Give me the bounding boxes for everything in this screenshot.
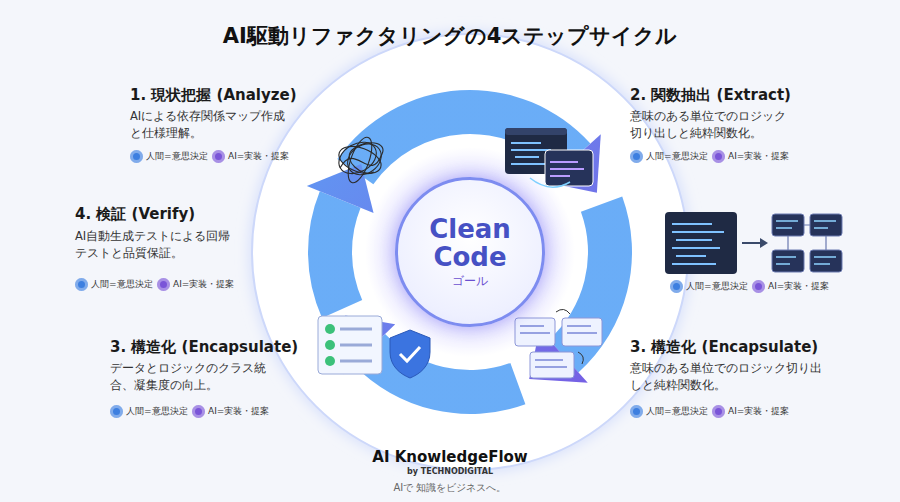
cycle-arrows bbox=[307, 90, 632, 414]
step-description: データとロジックのクラス統合、凝集度の向上。 bbox=[110, 360, 285, 394]
human-role-badge: 人間=意思決定 bbox=[75, 278, 153, 291]
brand-name: AI KnowledgeFlow bbox=[300, 448, 600, 466]
human-role-badge: 人間=意思決定 bbox=[670, 280, 748, 293]
extract-illustration bbox=[665, 212, 842, 274]
code-window-icon bbox=[505, 128, 593, 187]
human-role-badge: 人間=意思決定 bbox=[630, 405, 708, 418]
node-subtext: ゴール bbox=[452, 273, 488, 290]
cycle-arrow-body bbox=[549, 197, 632, 373]
ai-role-badge: AI=実装・提案 bbox=[192, 405, 269, 418]
step-heading: 1. 現状把握 (Analyze) bbox=[130, 86, 297, 105]
ai-role-badge: AI=実装・提案 bbox=[752, 280, 829, 293]
brand-tagline: AIで 知識をビジネスへ。 bbox=[300, 481, 600, 495]
step-description: AIによる依存関係マップ作成と仕様理解。 bbox=[130, 108, 290, 142]
cycle-arrow-head bbox=[307, 164, 374, 213]
ai-role-badge: AI=実装・提案 bbox=[712, 150, 789, 163]
brand-byline: by TECHNODIGITAL bbox=[300, 467, 600, 476]
ai-role-badge: AI=実装・提案 bbox=[157, 278, 234, 291]
human-role-badge: 人間=意思決定 bbox=[110, 405, 188, 418]
node-heading: Clean Code bbox=[415, 215, 525, 271]
encapsulate-icon bbox=[515, 309, 602, 378]
step-heading: 2. 関数抽出 (Extract) bbox=[630, 86, 791, 105]
outer-disc bbox=[252, 34, 688, 470]
outer-glow bbox=[248, 30, 692, 474]
step-heading: 3. 構造化 (Encapsulate) bbox=[110, 338, 298, 357]
human-role-badge: 人間=意思決定 bbox=[630, 150, 708, 163]
diagram-title: AI駆動リファクタリングの4ステップサイクル bbox=[0, 22, 900, 50]
step-description: 意味のある単位でのロジック切り出しと純粋関数化。 bbox=[630, 108, 795, 142]
step-description: AI自動生成テストによる回帰テストと品質保証。 bbox=[75, 228, 233, 262]
step-heading: 3. 構造化 (Encapsulate) bbox=[630, 338, 818, 357]
verify-icon bbox=[318, 316, 430, 378]
cycle-arrow-body bbox=[308, 191, 362, 318]
step-description: 意味のある単位でのロジック切り出しと純粋関数化。 bbox=[630, 360, 830, 394]
ai-role-badge: AI=実装・提案 bbox=[212, 150, 289, 163]
ai-role-badge: AI=実装・提案 bbox=[712, 405, 789, 418]
step-heading: 4. 検証 (Verify) bbox=[75, 205, 195, 224]
tangle-icon bbox=[333, 134, 387, 185]
human-role-badge: 人間=意思決定 bbox=[130, 150, 208, 163]
goal-circle: Clean Code ゴール bbox=[395, 177, 545, 327]
